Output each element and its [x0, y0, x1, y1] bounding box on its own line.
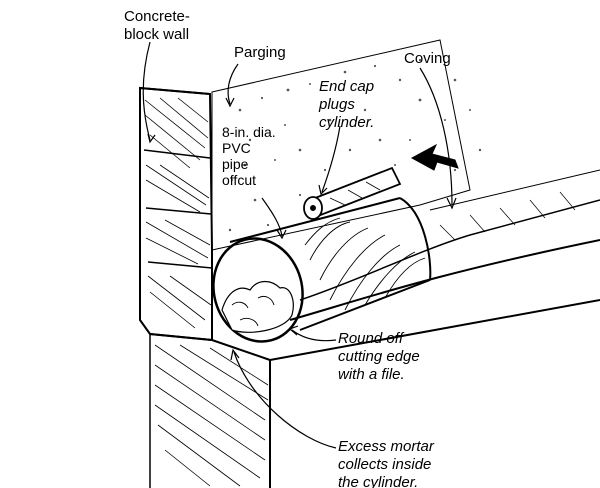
- label-line: block wall: [124, 26, 190, 43]
- label-line: collects inside: [338, 456, 432, 473]
- label-concrete-block-wall: Concrete- block wall: [124, 8, 190, 44]
- footing: [149, 299, 600, 488]
- leader-lines: [142, 41, 457, 449]
- label-line: PVC: [222, 140, 251, 156]
- label-line: cylinder.: [319, 114, 375, 131]
- label-line: Parging: [234, 44, 286, 61]
- label-parging: Parging: [234, 44, 286, 62]
- label-pvc-pipe: 8-in. dia. PVC pipe offcut: [222, 124, 276, 188]
- label-line: cutting edge: [338, 348, 420, 365]
- label-excess-mortar: Excess mortar collects inside the cylind…: [338, 438, 434, 488]
- label-line: Excess mortar: [338, 438, 434, 455]
- label-line: Coving: [404, 50, 451, 67]
- label-line: pipe: [222, 156, 249, 172]
- label-end-cap: End cap plugs cylinder.: [319, 78, 374, 132]
- label-line: Round off: [338, 330, 404, 347]
- label-line: plugs: [319, 96, 355, 113]
- parged-wall: [211, 39, 482, 251]
- label-line: Concrete-: [124, 8, 190, 25]
- end-cap-handle: [303, 166, 402, 220]
- pvc-pipe: [212, 197, 432, 343]
- coving: [289, 169, 600, 321]
- concrete-block-wall: [139, 86, 213, 342]
- label-line: offcut: [222, 172, 256, 188]
- label-line: with a file.: [338, 366, 405, 383]
- label-line: the cylinder.: [338, 474, 419, 488]
- label-line: 8-in. dia.: [222, 124, 276, 140]
- label-coving: Coving: [404, 50, 451, 68]
- label-line: End cap: [319, 78, 375, 95]
- label-round-off: Round off cutting edge with a file.: [338, 330, 420, 384]
- excess-mortar: [221, 280, 294, 333]
- push-arrow: [410, 143, 459, 171]
